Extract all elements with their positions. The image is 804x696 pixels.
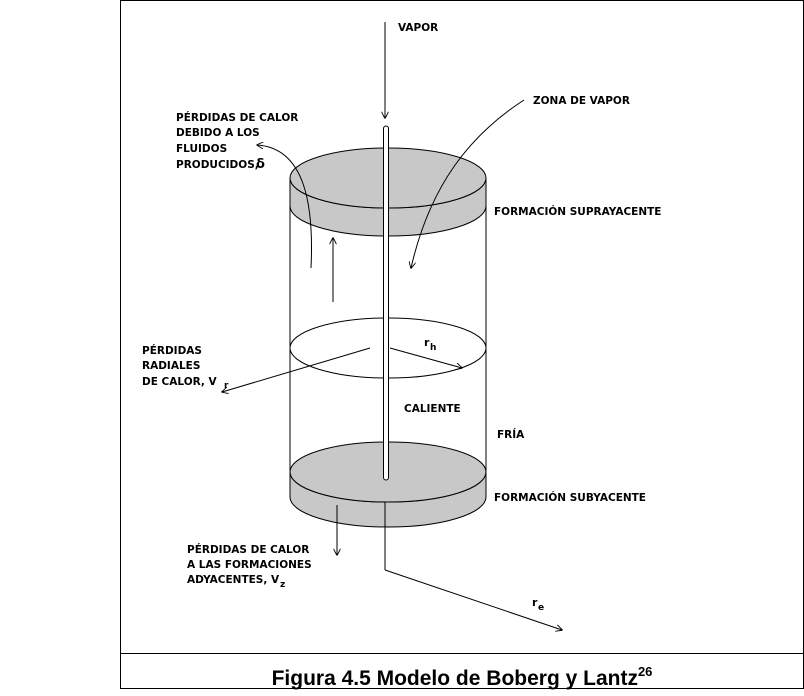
caption-text: Figura 4.5 Modelo de Boberg y Lantz xyxy=(271,667,638,690)
adjacent-loss-label-1: PÉRDIDAS DE CALOR xyxy=(187,543,309,556)
vz-subscript: z xyxy=(280,580,285,590)
underlying-formation-label: FORMACIÓN SUBYACENTE xyxy=(494,491,646,504)
radial-loss-label-3: DE CALOR, V xyxy=(142,376,218,388)
adjacent-loss-label-3: ADYACENTES, V xyxy=(187,574,280,586)
overlying-formation-label: FORMACIÓN SUPRAYACENTE xyxy=(494,205,661,218)
fluids-loss-label-3: FLUIDOS xyxy=(176,143,227,155)
re-arrow xyxy=(384,569,562,630)
steam-zone-label: ZONA DE VAPOR xyxy=(533,95,630,107)
radial-loss-arrow xyxy=(222,347,371,392)
radial-loss-label-1: PÉRDIDAS xyxy=(142,344,202,357)
figure-caption: Figura 4.5 Modelo de Boberg y Lantz26 xyxy=(120,655,804,690)
fluids-loss-label-2: DEBIDO A LOS xyxy=(176,127,260,139)
fluids-loss-label-1: PÉRDIDAS DE CALOR xyxy=(176,111,298,124)
caption-superscript: 26 xyxy=(637,664,653,679)
rh-arrow xyxy=(389,347,462,368)
hot-label: CALIENTE xyxy=(404,403,461,415)
cold-label: FRÍA xyxy=(497,428,525,441)
vr-subscript: r xyxy=(224,381,229,391)
rh-label: r xyxy=(424,336,430,349)
adjacent-loss-label-2: A LAS FORMACIONES xyxy=(187,559,312,571)
vapor-label: VAPOR xyxy=(398,22,438,34)
re-label: r xyxy=(532,596,538,609)
rh-subscript: h xyxy=(430,343,436,353)
steam-zone-arrow xyxy=(411,99,525,268)
fluids-loss-label-4: PRODUCIDOS, xyxy=(176,159,259,171)
fluids-loss-arrow xyxy=(257,145,312,269)
delta-symbol: δ xyxy=(256,157,265,172)
radial-loss-label-2: RADIALES xyxy=(142,360,200,372)
injection-tube xyxy=(383,125,389,481)
re-subscript: e xyxy=(538,603,544,613)
